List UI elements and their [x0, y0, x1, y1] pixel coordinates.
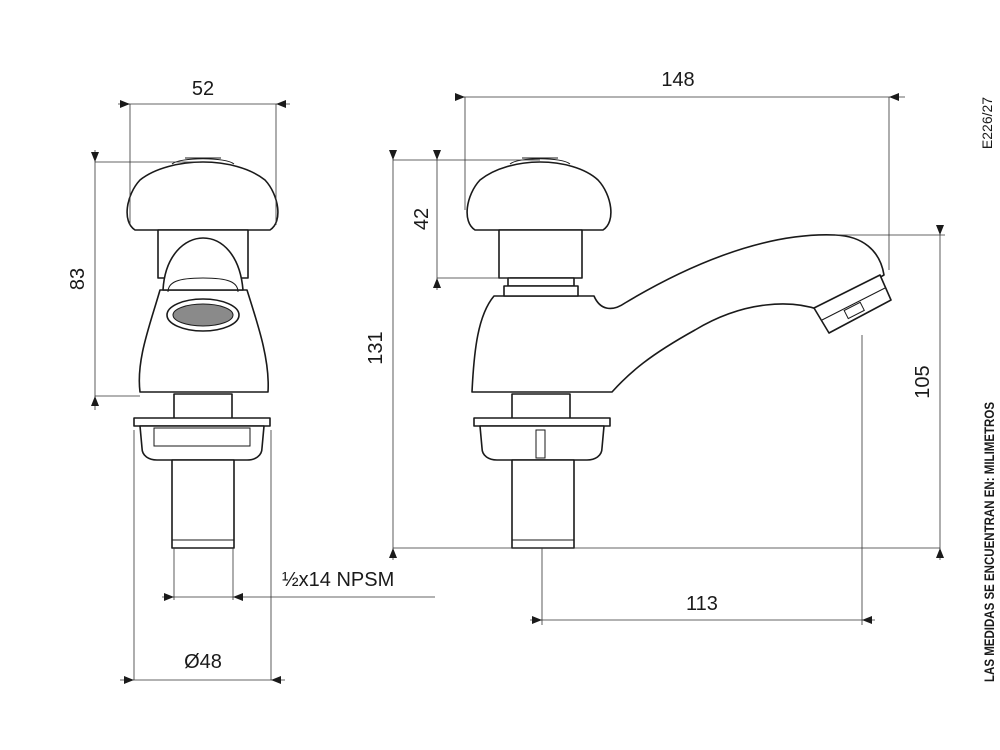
units-note: LAS MEDIDAS SE ENCUENTRAN EN: MILIMETROS — [981, 402, 997, 682]
front-width-label: 52 — [192, 78, 214, 100]
front-shank-lower — [171, 459, 235, 549]
side-handle-cap — [466, 161, 612, 231]
side-stem — [498, 229, 583, 279]
front-mount-plate — [133, 417, 271, 427]
side-shank-lower — [511, 459, 575, 549]
reference-code: E226/27 — [979, 97, 995, 149]
side-view — [466, 157, 892, 549]
front-lock-nut — [139, 425, 265, 461]
front-height-label: 83 — [67, 268, 89, 290]
side-dimensions: 148 131 42 105 113 — [365, 69, 945, 625]
handle-height-label: 42 — [411, 208, 433, 230]
side-shank-upper — [511, 393, 571, 421]
thread-label: ½x14 NPSM — [282, 569, 394, 591]
reach-label: 113 — [686, 593, 718, 615]
spout-height-label: 105 — [912, 365, 934, 398]
front-dimensions: 52 83 ½x14 NPSM Ø48 — [67, 78, 435, 684]
base-diameter-label: Ø48 — [184, 651, 222, 673]
side-mount-plate — [473, 417, 611, 427]
front-view — [126, 157, 279, 549]
total-height-label: 131 — [365, 331, 387, 364]
side-lock-nut — [479, 425, 605, 461]
front-shank-upper — [173, 393, 233, 421]
front-handle-cap — [126, 161, 279, 231]
total-length-label: 148 — [661, 69, 694, 91]
